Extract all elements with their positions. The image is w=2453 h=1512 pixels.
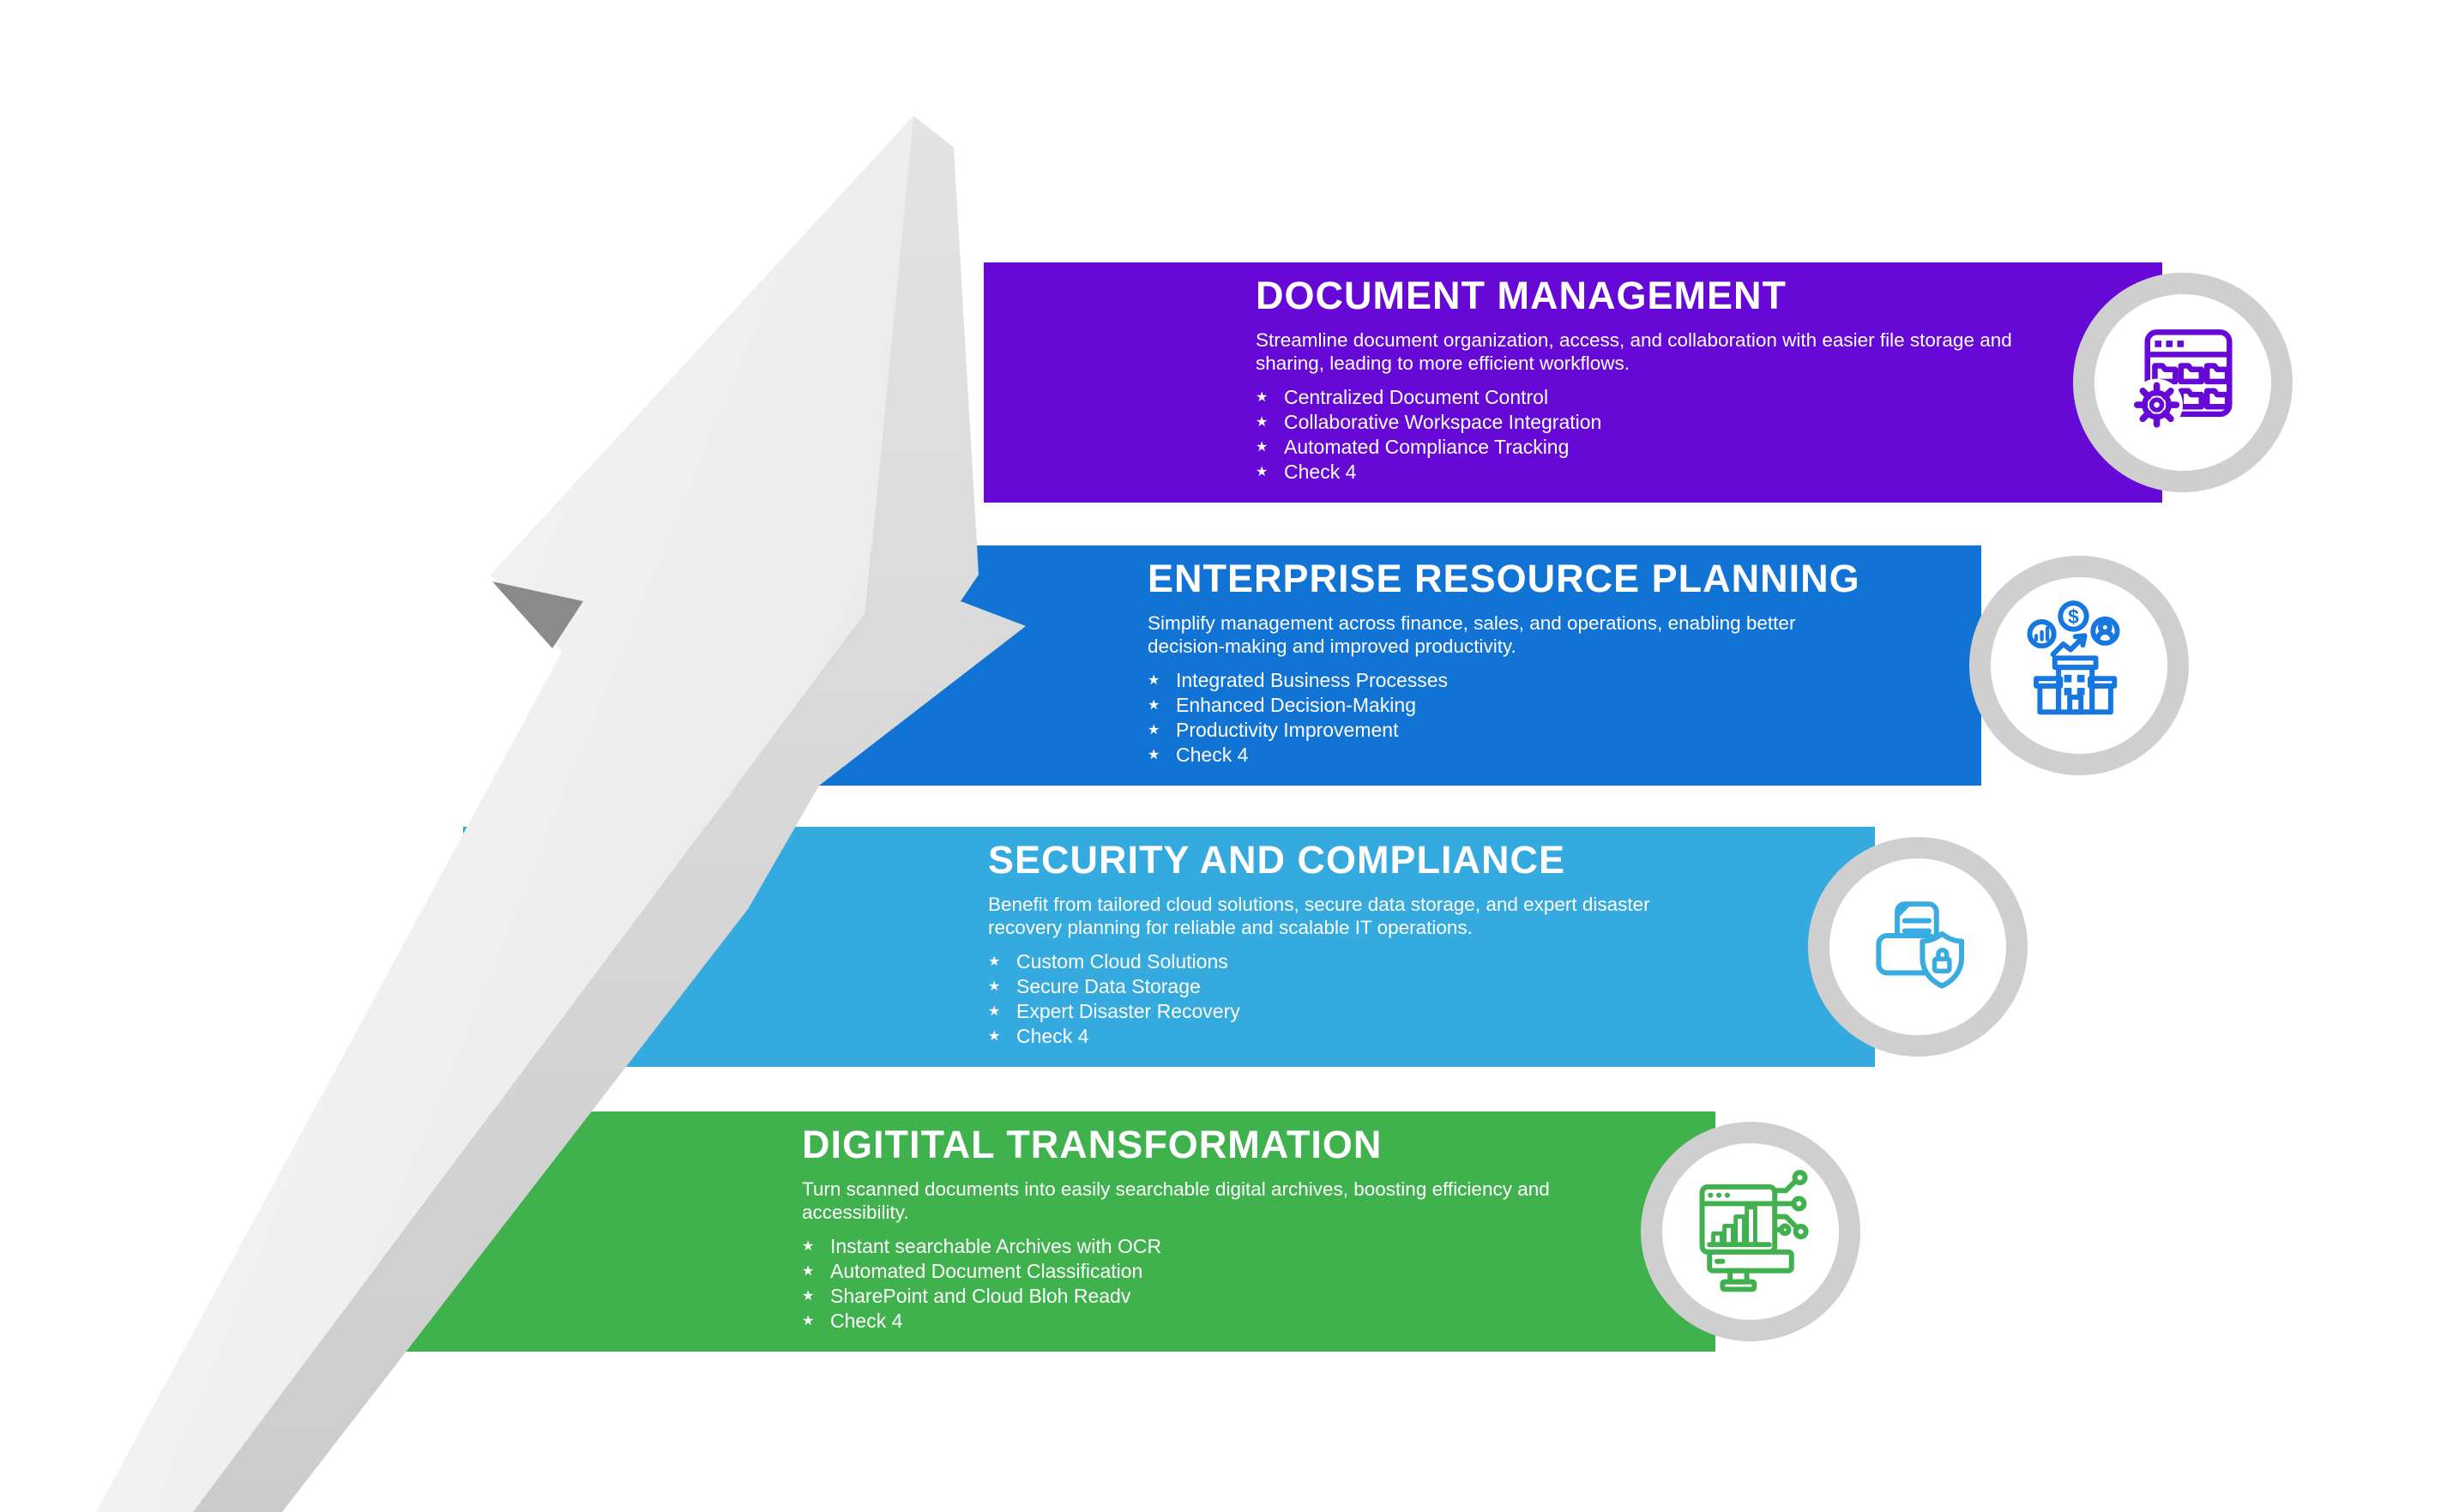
star-bullet-icon: ★ — [988, 1004, 1001, 1019]
svg-text:$: $ — [2068, 605, 2079, 628]
list-item: ★ Automated Compliance Tracking — [1256, 435, 2040, 460]
bullet-label: Check 4 — [830, 1310, 903, 1332]
bullet-label: Check 4 — [1016, 1025, 1089, 1047]
star-bullet-icon: ★ — [802, 1289, 815, 1304]
bullet-label: Custom Cloud Solutions — [1016, 950, 1228, 973]
list-item: ★ Secure Data Storage — [988, 974, 1713, 999]
section-content: SECURITY AND COMPLIANCE Benefit from tai… — [988, 839, 1713, 1049]
bullet-list: ★ Centralized Document Control ★ Collabora… — [1256, 385, 2040, 485]
section-document-management: DOCUMENT MANAGEMENT Streamline document … — [984, 262, 2162, 503]
section-enterprise-resource-planning: ENTERPRISE RESOURCE PLANNING Simplify ma… — [600, 545, 1981, 786]
star-bullet-icon: ★ — [988, 979, 1001, 994]
section-content: DOCUMENT MANAGEMENT Streamline document … — [1256, 274, 2040, 485]
star-bullet-icon: ★ — [1148, 673, 1160, 688]
list-item: ★ Automated Document Classification — [802, 1259, 1561, 1284]
badge-security-and-compliance — [1808, 837, 2028, 1057]
star-bullet-icon: ★ — [1256, 390, 1269, 405]
bullet-label: Instant searchable Archives with OCR — [830, 1235, 1162, 1257]
list-item: ★ Productivity Improvement — [1148, 718, 1860, 743]
bullet-label: Expert Disaster Recovery — [1016, 1000, 1240, 1022]
section-security-and-compliance: SECURITY AND COMPLIANCE Benefit from tai… — [463, 827, 1875, 1067]
list-item: ★ Enhanced Decision-Making — [1148, 693, 1860, 718]
list-item: ★ Check 4 — [988, 1024, 1713, 1049]
bullet-list: ★ Integrated Business Processes ★ Enhanced… — [1148, 668, 1860, 768]
star-bullet-icon: ★ — [1256, 440, 1269, 455]
bullet-label: Check 4 — [1176, 744, 1249, 766]
list-item: ★ Check 4 — [1148, 743, 1860, 768]
bullet-list: ★ Custom Cloud Solutions ★ Secure Data Sto… — [988, 949, 1713, 1049]
list-item: ★ SharePoint and Cloud Bloh Readv — [802, 1284, 1561, 1309]
section-description: Simplify management across finance, sale… — [1148, 612, 1796, 657]
section-description: Benefit from tailored cloud solutions, s… — [988, 894, 1650, 938]
bullet-label: SharePoint and Cloud Bloh Readv — [830, 1285, 1131, 1307]
arrow-fold-shadow — [492, 581, 583, 648]
bullet-label: Integrated Business Processes — [1176, 669, 1449, 691]
star-bullet-icon: ★ — [1148, 723, 1160, 738]
star-bullet-icon: ★ — [802, 1239, 815, 1254]
bullet-label: Productivity Improvement — [1176, 719, 1399, 741]
section-description: Streamline document organization, access… — [1256, 329, 2012, 374]
section-title: SECURITY AND COMPLIANCE — [988, 838, 1566, 882]
star-bullet-icon: ★ — [802, 1314, 815, 1328]
badge-digital-transformation — [1641, 1122, 1860, 1341]
list-item: ★ Expert Disaster Recovery — [988, 999, 1713, 1024]
erp-building-analytics-icon: $ — [2027, 600, 2120, 715]
bullet-label: Automated Compliance Tracking — [1284, 436, 1570, 458]
star-bullet-icon: ★ — [1148, 698, 1160, 713]
star-bullet-icon: ★ — [1148, 748, 1160, 762]
monitor-digitization-icon — [1699, 1170, 1809, 1292]
bullet-label: Automated Document Classification — [830, 1260, 1143, 1282]
bullet-list: ★ Instant searchable Archives with OCR ★ A… — [802, 1234, 1561, 1334]
list-item: ★ Integrated Business Processes — [1148, 668, 1860, 693]
list-item: ★ Custom Cloud Solutions — [988, 949, 1713, 974]
section-digital-transformation: DIGITITAL TRANSFORMATION Turn scanned do… — [377, 1111, 1715, 1352]
list-item: ★ Collaborative Workspace Integration — [1256, 410, 2040, 435]
bullet-label: Check 4 — [1284, 461, 1357, 483]
list-item: ★ Check 4 — [1256, 460, 2040, 485]
bullet-label: Centralized Document Control — [1284, 386, 1549, 408]
list-item: ★ Instant searchable Archives with OCR — [802, 1234, 1561, 1259]
section-content: ENTERPRISE RESOURCE PLANNING Simplify ma… — [1148, 557, 1860, 768]
star-bullet-icon: ★ — [1256, 415, 1269, 430]
star-bullet-icon: ★ — [988, 1029, 1001, 1044]
badge-document-management — [2073, 273, 2293, 492]
section-content: DIGITITAL TRANSFORMATION Turn scanned do… — [802, 1123, 1561, 1334]
section-title: DOCUMENT MANAGEMENT — [1256, 274, 1787, 317]
list-item: ★ Check 4 — [802, 1309, 1561, 1334]
star-bullet-icon: ★ — [988, 955, 1001, 969]
section-title: ENTERPRISE RESOURCE PLANNING — [1148, 557, 1860, 600]
star-bullet-icon: ★ — [802, 1264, 815, 1279]
section-title: DIGITITAL TRANSFORMATION — [802, 1123, 1383, 1166]
bullet-label: Collaborative Workspace Integration — [1284, 411, 1602, 433]
bullet-label: Enhanced Decision-Making — [1176, 694, 1416, 716]
star-bullet-icon: ★ — [1256, 465, 1269, 479]
section-description: Turn scanned documents into easily searc… — [802, 1178, 1550, 1223]
folder-shield-lock-icon — [1876, 901, 1965, 989]
list-item: ★ Centralized Document Control — [1256, 385, 2040, 410]
badge-enterprise-resource-planning: $ — [1969, 556, 2189, 775]
bullet-label: Secure Data Storage — [1016, 975, 1201, 997]
browser-folders-gear-icon — [2131, 329, 2233, 431]
